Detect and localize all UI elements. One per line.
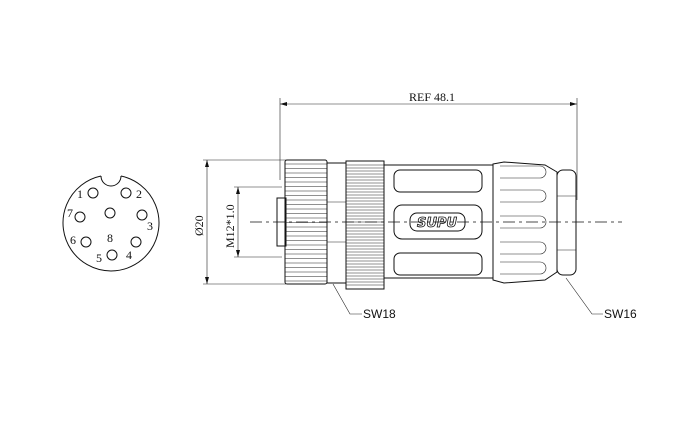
pin-7 [74,211,86,223]
pin-3 [136,209,148,221]
sw18-label: SW18 [363,307,396,321]
pin-label-5: 5 [96,251,102,265]
pin-4 [130,236,142,248]
rear-nut [492,161,558,284]
sw16-label: SW16 [604,307,637,321]
pin-label-4: 4 [126,248,132,262]
connector-side-view: SUPU [250,159,622,290]
pin-label-1: 1 [77,187,83,201]
cable-gland [556,169,577,276]
rear-nut-rib [500,189,547,203]
front-hex [326,162,347,284]
thread-label: M12*1.0 [223,204,237,248]
rear-nut-rib [500,215,547,229]
pin-label-2: 2 [136,187,142,201]
pin-6 [80,236,92,248]
face-outline [62,175,160,272]
rear-nut-rib [500,165,547,179]
diameter-label: Ø20 [192,215,206,236]
pin-label-7: 7 [67,206,73,220]
pin-5 [106,249,118,261]
rear-nut-rib [500,241,547,255]
thread-dimension: M12*1.0 [223,186,282,258]
pin-1 [87,187,99,199]
brand-logo: SUPU [417,216,457,231]
overall-length-dimension: REF 48.1 [279,90,578,200]
pin-label-3: 3 [147,219,153,233]
pin-2 [120,187,132,199]
overall-length-label: REF 48.1 [409,90,455,104]
pin-face-view: 1 2 3 4 5 6 7 8 [62,175,160,272]
pin-8 [104,207,116,219]
sw18-callout: SW18 [332,283,396,321]
diameter-dimension: Ø20 [192,159,286,285]
pin-label-6: 6 [70,233,76,247]
grip-groove-bottom [393,252,483,276]
grip-groove-top [393,169,483,193]
rear-nut-rib [500,261,547,275]
keyway [100,175,122,187]
sw16-callout: SW16 [565,277,637,321]
pin-label-8: 8 [107,231,113,245]
